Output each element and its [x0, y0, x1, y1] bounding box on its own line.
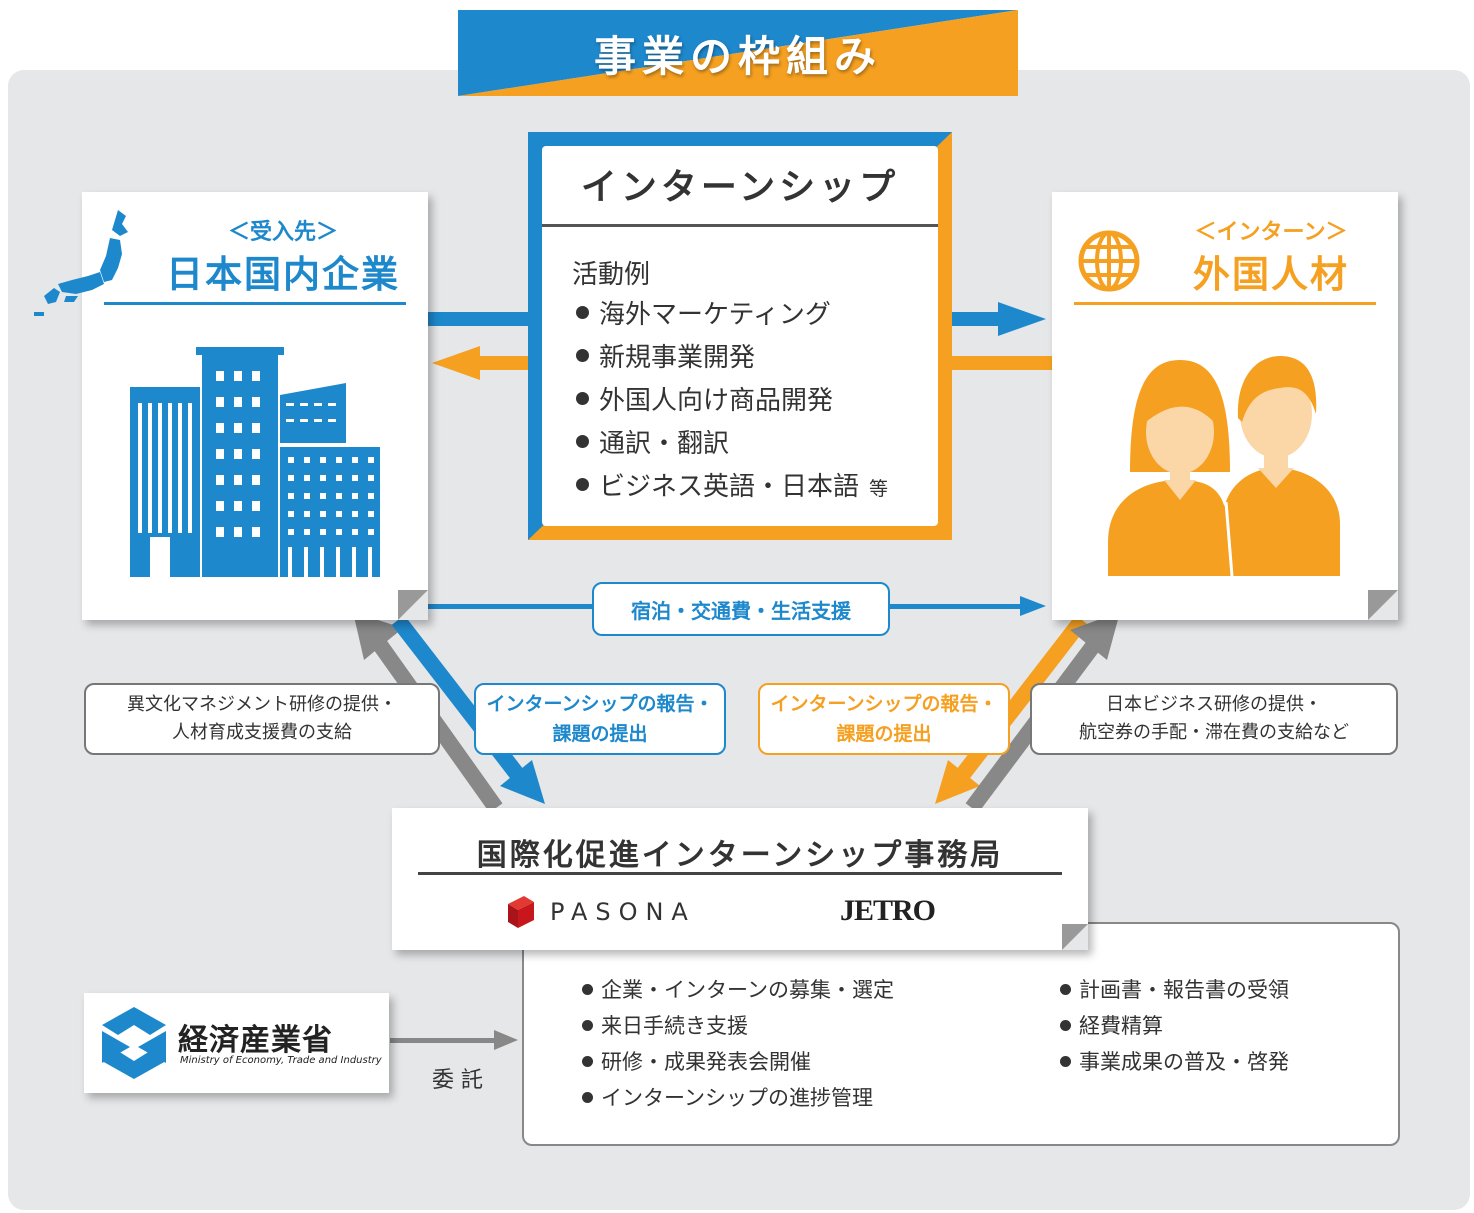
globe-icon — [1078, 230, 1140, 292]
support-label: 宿泊・交通費・生活支援 — [592, 582, 890, 636]
pasona-logo: PASONA — [550, 898, 696, 926]
entrust-arrowhead — [494, 1030, 518, 1050]
support-arrowhead — [1020, 596, 1046, 616]
list-item: 経費精算 — [1060, 1008, 1289, 1044]
office-buildings-icon — [130, 347, 380, 577]
page-fold-icon — [1368, 590, 1398, 620]
activities-list: 海外マーケティング 新規事業開発 外国人向け商品開発 通訳・翻訳 ビジネス英語・… — [576, 294, 888, 509]
company-title-rule — [104, 302, 406, 305]
left-report-label: インターンシップの報告・ 課題の提出 — [474, 683, 726, 755]
jetro-logo: JETRO — [840, 894, 936, 927]
list-item: 新規事業開発 — [576, 337, 888, 380]
blue-connector-left — [428, 312, 530, 326]
internship-box: インターンシップ 活動例 海外マーケティング 新規事業開発 外国人向け商品開発 … — [528, 132, 952, 540]
page-title: 事業の枠組み — [593, 31, 882, 81]
title-banner: 事業の枠組み — [458, 10, 1018, 96]
meti-logo-icon — [102, 1007, 166, 1079]
talent-card: ＜インターン＞ 外国人材 — [1052, 192, 1398, 620]
duties-right-list: 計画書・報告書の受領 経費精算 事業成果の普及・啓発 — [1060, 972, 1289, 1080]
list-item: 外国人向け商品開発 — [576, 380, 888, 423]
list-item: 研修・成果発表会開催 — [582, 1044, 894, 1080]
company-title: 日本国内企業 — [166, 253, 400, 296]
blue-arrowhead-right — [998, 302, 1046, 336]
company-card: ＜受入先＞ 日本国内企業 — [34, 192, 428, 620]
internship-title: インターンシップ — [580, 167, 900, 208]
list-item: インターンシップの進捗管理 — [582, 1080, 894, 1116]
talent-title-rule — [1074, 302, 1376, 305]
office-duties-box: 企業・インターンの募集・選定 来日手続き支援 研修・成果発表会開催 インターンシ… — [522, 922, 1400, 1146]
orange-connector-right — [950, 356, 1054, 370]
duties-left-list: 企業・インターンの募集・選定 来日手続き支援 研修・成果発表会開催 インターンシ… — [582, 972, 894, 1116]
page-fold-icon — [1062, 924, 1088, 950]
company-subtitle: ＜受入先＞ — [227, 220, 338, 245]
pasona-logo-icon — [508, 896, 534, 928]
list-item: 企業・インターンの募集・選定 — [582, 972, 894, 1008]
secretariat-title: 国際化促進インターンシップ事務局 — [476, 838, 1004, 873]
left-note: 異文化マネジメント研修の提供・ 人材育成支援費の支給 — [84, 683, 440, 755]
ministry-name: 経済産業省 — [178, 1023, 333, 1058]
internship-title-rule — [542, 224, 938, 227]
right-report-label: インターンシップの報告・ 課題の提出 — [758, 683, 1010, 755]
entrust-arrow-line — [390, 1038, 494, 1043]
right-note: 日本ビジネス研修の提供・ 航空券の手配・滞在費の支給など — [1030, 683, 1398, 755]
page-fold-icon — [398, 590, 428, 620]
secretariat-title-rule — [418, 872, 1062, 875]
secretariat-card: 国際化促進インターンシップ事務局 PASONA JETRO — [392, 808, 1088, 950]
list-item: 海外マーケティング — [576, 294, 888, 337]
talent-title: 外国人材 — [1193, 253, 1349, 296]
talent-subtitle: ＜インターン＞ — [1194, 220, 1348, 245]
list-item: 通訳・翻訳 — [576, 423, 888, 466]
orange-arrowhead-left — [432, 346, 480, 380]
list-item: 計画書・報告書の受領 — [1060, 972, 1289, 1008]
ministry-card: 経済産業省 Ministry of Economy, Trade and Ind… — [84, 993, 389, 1093]
list-item: ビジネス英語・日本語等 — [576, 466, 888, 509]
ministry-english: Ministry of Economy, Trade and Industry — [180, 1055, 382, 1066]
activities-heading: 活動例 — [572, 260, 651, 290]
two-people-icon — [1108, 356, 1340, 576]
list-item: 来日手続き支援 — [582, 1008, 894, 1044]
entrust-label: 委 託 — [432, 1068, 483, 1093]
activities-suffix: 等 — [869, 478, 889, 500]
japan-map-icon — [34, 210, 128, 316]
list-item: 事業成果の普及・啓発 — [1060, 1044, 1289, 1080]
